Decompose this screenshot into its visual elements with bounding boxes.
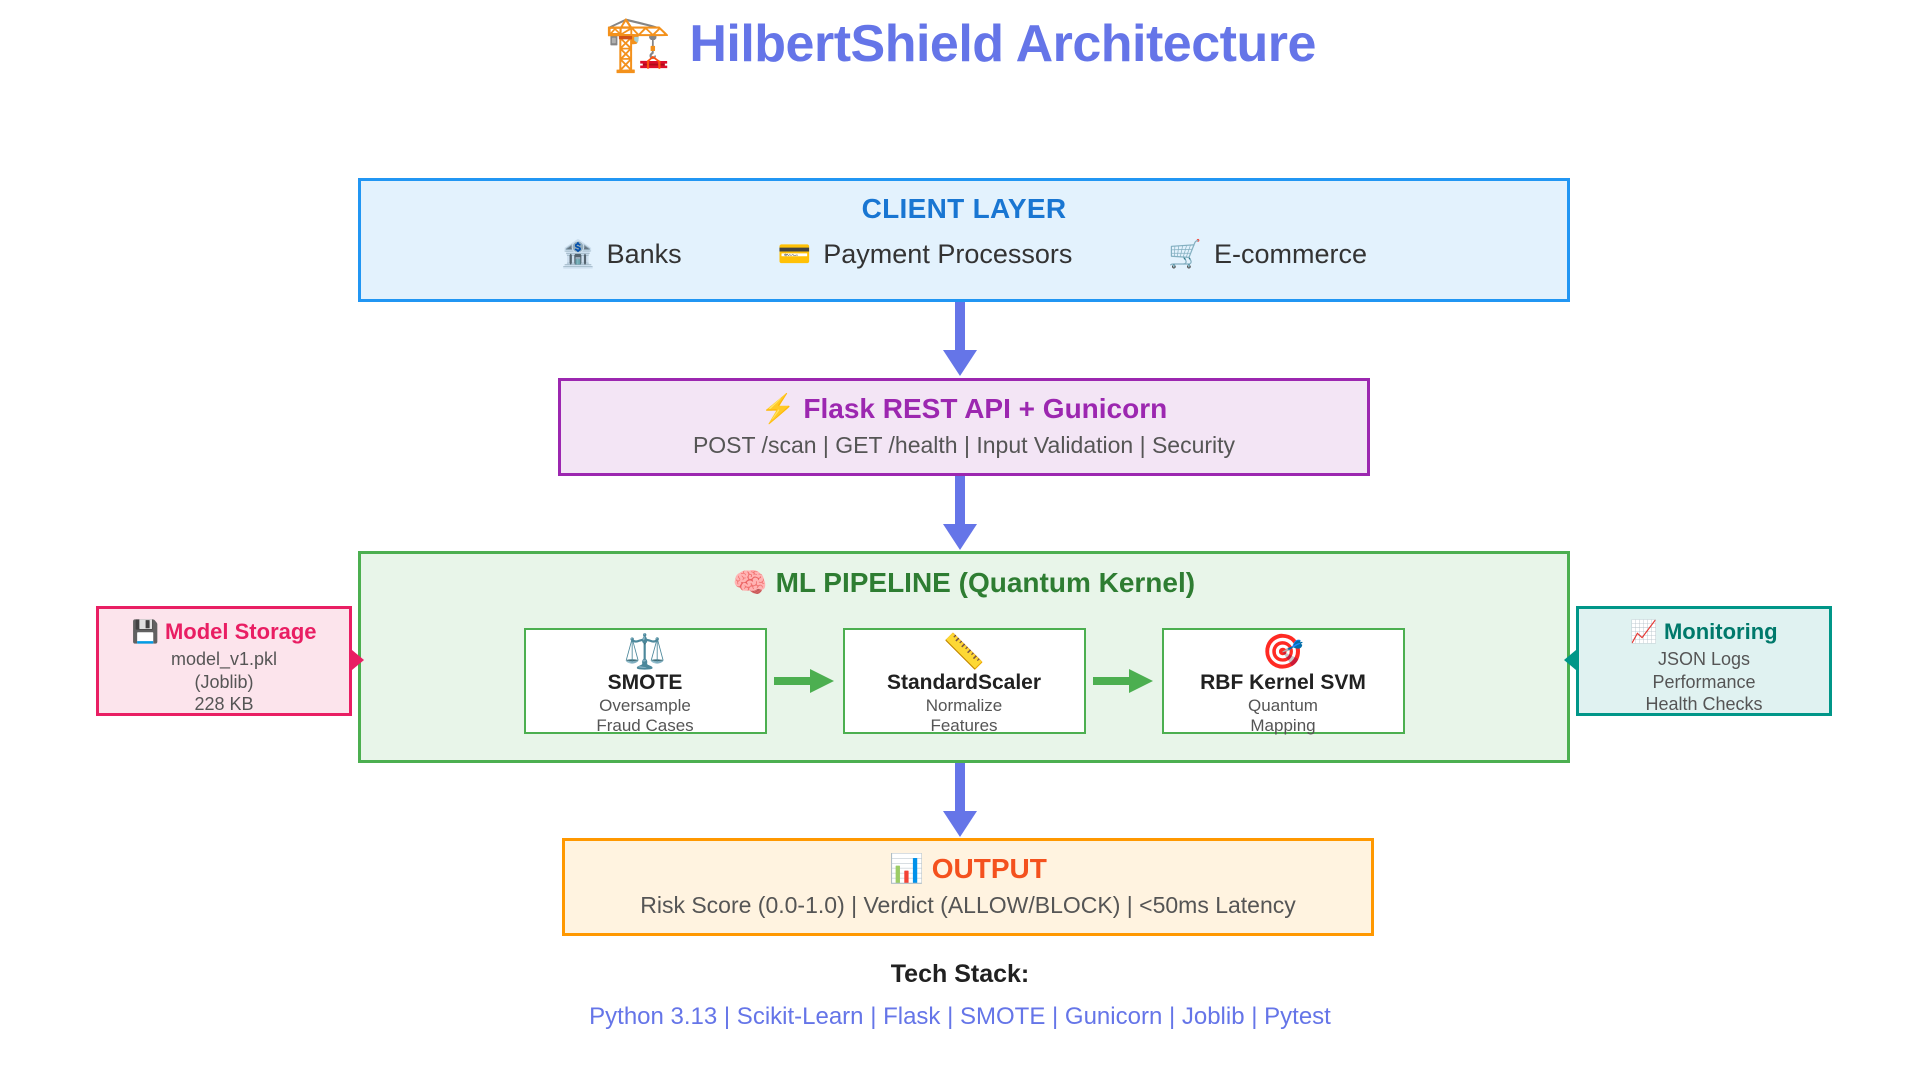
- client-item-label: Payment Processors: [823, 239, 1073, 269]
- page-title: 🏗️ HilbertShield Architecture: [0, 14, 1920, 74]
- lightning-bolt-icon: ⚡: [760, 393, 796, 424]
- monitoring-heading-text: Monitoring: [1663, 619, 1778, 644]
- ml-stage-subtitle: Quantum Mapping: [1248, 696, 1318, 736]
- ml-pipeline-heading: 🧠 ML PIPELINE (Quantum Kernel): [361, 566, 1567, 599]
- connector-model-storage-to-ml: [352, 648, 366, 677]
- tech-stack-label: Tech Stack:: [890, 960, 1030, 988]
- ml-pipeline-box: 🧠 ML PIPELINE (Quantum Kernel) ⚖️ SMOTE …: [358, 551, 1570, 763]
- api-layer-subtitle: POST /scan | GET /health | Input Validat…: [692, 432, 1236, 458]
- bank-icon: 🏦: [560, 239, 595, 269]
- monitoring-heading: 📈 Monitoring: [1579, 619, 1829, 645]
- ml-stage-name: RBF Kernel SVM: [1200, 671, 1366, 694]
- client-layer-heading: CLIENT LAYER: [861, 193, 1067, 224]
- ml-stage-name: SMOTE: [607, 671, 683, 694]
- output-layer-subtitle: Risk Score (0.0-1.0) | Verdict (ALLOW/BL…: [640, 892, 1296, 918]
- model-storage-box: 💾 Model Storage model_v1.pkl (Joblib) 22…: [96, 606, 352, 716]
- client-item-label: Banks: [606, 239, 682, 269]
- shopping-cart-icon: 🛒: [1168, 239, 1202, 269]
- ml-stage-rbf-kernel-svm: 🎯 RBF Kernel SVM Quantum Mapping: [1161, 628, 1405, 736]
- ml-stage-standardscaler: 📏 StandardScaler Normalize Features: [842, 628, 1086, 736]
- monitoring-box: 📈 Monitoring JSON Logs Performance Healt…: [1576, 606, 1832, 716]
- ml-stage-arrow-2: [1086, 668, 1162, 694]
- tech-stack-list: Python 3.13 | Scikit-Learn | Flask | SMO…: [589, 1003, 1331, 1030]
- bar-chart-icon: 📊: [889, 853, 924, 884]
- api-layer-box: ⚡ Flask REST API + Gunicorn POST /scan |…: [558, 378, 1370, 476]
- model-storage-heading: 💾 Model Storage: [99, 619, 349, 645]
- target-dart-icon: 🎯: [1261, 633, 1305, 671]
- ml-pipeline-heading-text: ML PIPELINE (Quantum Kernel): [775, 567, 1196, 598]
- model-storage-heading-text: Model Storage: [164, 619, 317, 644]
- flow-arrow-ml-to-output: [941, 763, 979, 839]
- building-construction-crane-icon: 🏗️: [604, 14, 672, 74]
- ml-stage-arrow-1: [767, 668, 843, 694]
- output-layer-heading-text: OUTPUT: [931, 853, 1047, 884]
- ml-stage-smote: ⚖️ SMOTE Oversample Fraud Cases: [523, 628, 767, 736]
- output-layer-heading: 📊 OUTPUT: [565, 852, 1371, 885]
- page-title-text: HilbertShield Architecture: [689, 15, 1316, 73]
- api-layer-heading: ⚡ Flask REST API + Gunicorn: [561, 392, 1367, 425]
- credit-card-icon: 💳: [777, 239, 812, 269]
- ml-stage-subtitle: Normalize Features: [925, 696, 1003, 736]
- flow-arrow-client-to-api: [941, 302, 979, 378]
- model-storage-details: model_v1.pkl (Joblib) 228 KB: [170, 649, 278, 715]
- tech-stack-footer: Tech Stack: Python 3.13 | Scikit-Learn |…: [0, 960, 1920, 1031]
- ml-pipeline-stages: ⚖️ SMOTE Oversample Fraud Cases 📏 Standa…: [361, 628, 1567, 736]
- client-item-banks: 🏦 Banks: [561, 239, 682, 270]
- balance-scale-icon: ⚖️: [623, 633, 667, 671]
- client-item-payment-processors: 💳 Payment Processors: [778, 239, 1073, 270]
- api-layer-heading-text: Flask REST API + Gunicorn: [803, 393, 1168, 424]
- client-layer-box: CLIENT LAYER 🏦 Banks 💳 Payment Processor…: [358, 178, 1570, 302]
- client-item-ecommerce: 🛒 E-commerce: [1168, 239, 1367, 270]
- output-layer-box: 📊 OUTPUT Risk Score (0.0-1.0) | Verdict …: [562, 838, 1374, 936]
- client-item-label: E-commerce: [1213, 239, 1368, 269]
- ml-stage-name: StandardScaler: [886, 671, 1042, 694]
- client-layer-items: 🏦 Banks 💳 Payment Processors 🛒 E-commerc…: [361, 239, 1567, 270]
- ruler-icon: 📏: [942, 633, 986, 671]
- floppy-disk-save-icon: 💾: [131, 619, 159, 644]
- flow-arrow-api-to-ml: [941, 476, 979, 552]
- connector-ml-to-monitoring: [1564, 648, 1578, 677]
- monitoring-details: JSON Logs Performance Health Checks: [1645, 649, 1763, 715]
- ml-stage-subtitle: Oversample Fraud Cases: [596, 696, 694, 736]
- chart-increasing-icon: 📈: [1630, 619, 1658, 644]
- brain-icon: 🧠: [732, 567, 768, 598]
